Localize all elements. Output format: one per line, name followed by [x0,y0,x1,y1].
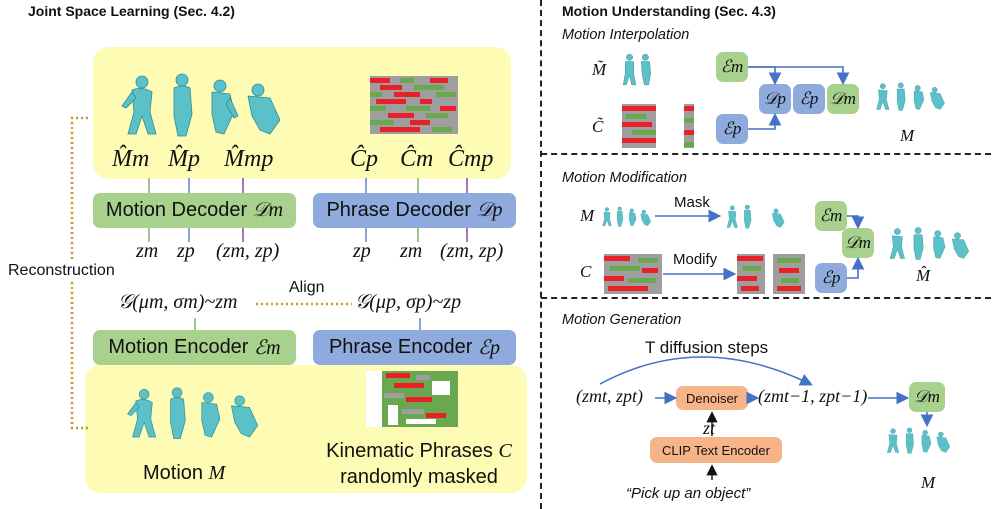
motion-input-label: Motion M [143,462,225,485]
motion-encoder-label: Motion Encoder [108,336,249,358]
motion-decoder-symbol: 𝒟m [252,199,284,221]
modif-output-m-hat: M̂ [916,266,931,285]
align-label: Align [289,279,325,296]
motion-input-text: Motion [143,462,204,484]
latent-zm-left: zm [136,240,159,262]
motion-encoder-symbol: ℰm [254,337,281,359]
interp-m-tilde: M̃ [592,60,607,79]
interp-grid-b [684,104,694,148]
gen-output-m: M [921,473,936,492]
modif-output-figures [889,227,970,260]
modif-grid-output [737,254,805,294]
modif-grid-input [604,254,662,294]
reconstructed-phrase-grid [370,76,458,134]
phrase-decoder-symbol: 𝒟p [476,199,503,221]
interp-grid-a [622,104,656,148]
masked-phrase-grid [366,371,458,427]
modify-label: Modify [673,251,718,268]
phrase-encoder-label: Phrase Encoder [328,336,473,358]
motion-encoder: Motion Encoder ℰm [93,330,296,365]
motion-input-symbol: M [208,462,226,484]
modif-m: M [580,206,595,225]
modif-c: C [580,262,592,281]
gen-subtitle: Motion Generation [562,312,682,328]
latent-zmzp-left: (zm, zp) [216,240,280,262]
phrase-encoder: Phrase Encoder ℰp [313,330,516,365]
interp-output-m: M [900,126,915,145]
gaussian-motion: 𝒢(μm, σm)~zm [118,291,238,313]
modif-subtitle: Motion Modification [562,170,687,186]
interp-em-box: ℰm [716,52,748,82]
reconstruction-label: Reconstruction [6,262,117,280]
interp-subtitle: Motion Interpolation [562,27,690,43]
modif-masked-figures [726,204,785,229]
output-m-hat-mp: M̂mp [224,146,274,172]
divider-modif-gen [541,297,991,299]
latent-zp-right: zp [353,240,371,262]
interp-c-tilde: C̃ [592,117,604,136]
divider-interp-modif [541,153,991,155]
output-c-hat-p: Ĉp [350,146,379,172]
output-m-hat-p: M̂p [168,146,200,172]
interp-dm-box: 𝒟m [827,84,859,114]
clip-text-encoder-box: CLIP Text Encoder [650,437,782,463]
input-motion-figures [127,387,259,440]
latent-zp-left: zp [177,240,195,262]
phrase-decoder: Phrase Decoder 𝒟p [313,193,516,228]
output-c-hat-m: Ĉm [400,146,434,172]
kinematic-line1: Kinematic Phrases [326,440,493,462]
interp-ep-box: ℰp [716,114,748,144]
kinematic-line2: randomly masked [340,466,498,488]
interp-ep2-box: ℰp [793,84,825,114]
modif-dm-box: 𝒟m [842,228,874,258]
gen-output-figures [887,427,951,454]
motion-decoder: Motion Decoder 𝒟m [93,193,296,228]
modif-input-figures [602,206,651,227]
interp-dp-box: 𝒟p [759,84,791,114]
interp-input-figures [622,53,651,86]
reconstructed-motion-figures [121,73,281,137]
kinematic-phrases-label: Kinematic Phrases C randomly masked [313,438,525,490]
output-c-hat-mp: Ĉmp [448,146,494,172]
denoiser-box: Denoiser [676,386,748,410]
motion-decoder-label: Motion Decoder [105,199,248,221]
modif-ep-box: ℰp [815,263,847,293]
right-title: Motion Understanding (Sec. 4.3) [562,3,776,19]
kinematic-symbol: C [498,440,512,462]
vertical-divider [540,0,542,509]
phrase-decoder-label: Phrase Decoder [326,199,471,221]
left-title: Joint Space Learning (Sec. 4.2) [28,3,235,19]
modif-em-box: ℰm [815,201,847,231]
gaussian-phrase: 𝒢(μp, σp)~zp [355,291,462,313]
phrase-encoder-symbol: ℰp [477,337,501,359]
latent-zmzp-right: (zm, zp) [440,240,504,262]
gen-dm-box: 𝒟m [909,382,945,412]
interp-output-figures [876,82,945,111]
mask-label: Mask [674,194,710,211]
gen-prompt: “Pick up an object” [626,485,751,502]
gen-input-latent: (zmt, zpt) [576,386,643,406]
gen-output-latent: (zmt−1, zpt−1) [758,386,868,406]
output-m-hat-m: M̂m [112,146,150,172]
latent-zm-right: zm [400,240,423,262]
gen-diffusion-steps: T diffusion steps [645,338,769,357]
